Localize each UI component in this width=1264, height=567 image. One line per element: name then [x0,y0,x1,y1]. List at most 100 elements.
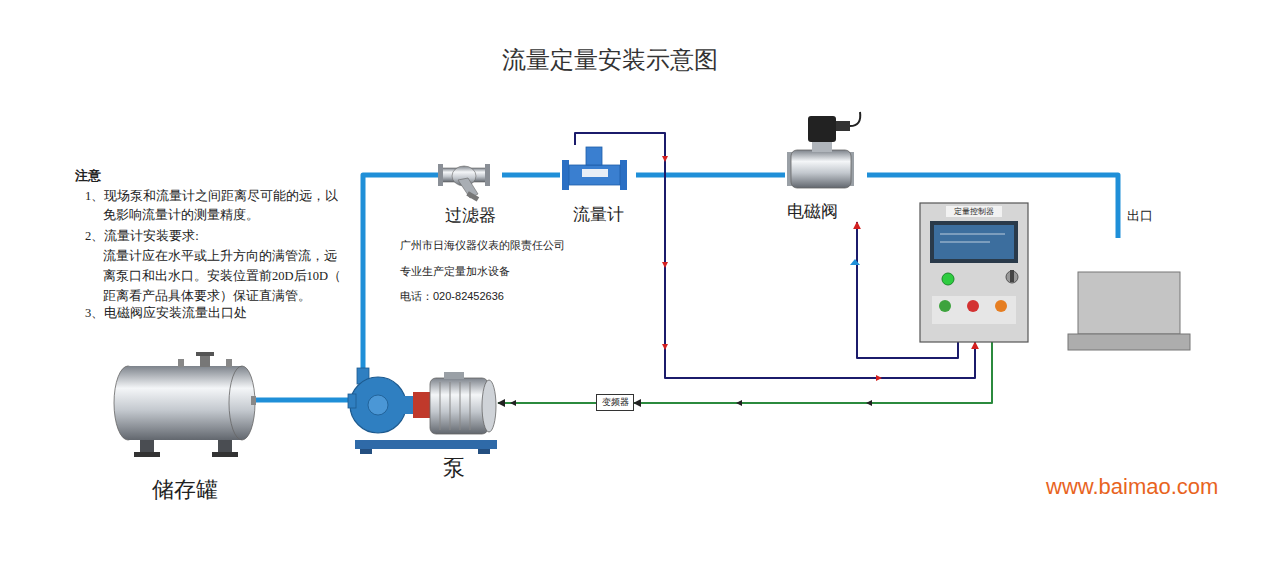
pump-part [348,394,356,408]
valve-node: 电磁阀 [785,108,867,222]
component-label: 出口 [1127,209,1153,224]
info-panel [398,228,590,336]
pump-part [368,395,388,415]
filter-node: 过滤器 [438,160,502,226]
flowmeter-node: 流量计 [560,145,636,225]
note-text: 1、现场泵和流量计之间距离尽可能的远，以 免影响流量计的测量精度。 [85,187,347,225]
controller-panel-part [940,242,990,243]
solenoid-valve-part [791,150,851,188]
component-label: 过滤器 [445,206,496,226]
component-label: 泵 [443,455,465,480]
pump-part [413,392,431,418]
flowmeter-part [620,160,627,190]
pump-part [400,396,415,414]
pump-part [355,440,497,449]
pump-node: 泵 [348,368,498,480]
storage-tank-part [134,452,160,457]
flow-arrows-part [850,259,860,265]
pipe [867,175,1118,204]
flow-arrows-part [876,375,882,381]
solenoid-valve-part [836,121,850,131]
signal-wire [575,133,975,378]
company-name: 广州市日海仪器仪表的限责任公司 [400,238,588,252]
storage-tank-part [226,359,232,367]
storage-tank-part [196,352,214,356]
outlet-pipe [1116,204,1121,238]
storage-tank [114,352,256,457]
flowmeter-part [569,165,620,185]
controller-panel-part [920,203,1028,342]
flow-arrows-part [736,400,742,406]
inverter-box: 变频器 [596,394,634,411]
solenoid-valve-part [808,116,836,142]
controller-panel-part [942,273,954,285]
storage-tank-part [212,452,238,457]
flow-arrows [510,156,882,406]
component-label: 流量计 [573,205,624,225]
pump-part [482,380,496,432]
flowmeter-part [586,147,602,165]
solenoid-valve-part [850,112,860,126]
flow-arrows-part [510,400,516,406]
note-text: 2、流量计安装要求: [85,227,347,246]
pump-part [478,449,490,454]
y-strainer-part [438,164,443,186]
pipe [502,173,560,178]
receiving-container [1068,272,1190,350]
y-strainer-part [466,191,479,201]
flow-arrows-part [662,262,668,268]
control-wire [634,342,992,403]
controller-panel-part [940,234,1005,235]
watermark: www.baimao.com [1046,474,1260,500]
controller-panel-part [934,225,1014,259]
controller-panel-part [967,300,979,312]
flow-arrows-part [866,400,872,406]
component-label: 定量控制器 [954,207,994,216]
pump-part [444,372,464,379]
controller-panel [920,203,1028,342]
flowmeter-part [562,160,569,190]
receiving-container-part [1068,334,1190,350]
flowmeter-part [582,169,608,177]
pipe [255,398,348,403]
flow-arrows-part [662,344,668,350]
pump-part [360,449,372,454]
pump-part [430,378,488,434]
diagram-title: 流量定量安装示意图 [0,44,1220,76]
pump-part [350,377,406,433]
pump-part [460,382,461,430]
controller-panel-part [932,296,1016,324]
storage-tank-node: 储存罐 [115,352,255,502]
receiving-container-part [1078,272,1180,334]
controller-panel-part [939,300,951,312]
pump-part [440,382,441,430]
y-strainer-part [485,164,490,186]
company-slogan: 专业生产定量加水设备 [400,264,588,278]
flow-arrows-part [662,156,668,162]
component-label: 变频器 [602,397,629,407]
company-phone: 电话：020-82452636 [400,289,588,303]
solenoid-valve [787,112,860,188]
controller-panel-part [1010,270,1014,282]
note-heading: 注意 [75,167,135,185]
component-label: 电磁阀 [787,202,838,222]
pump [348,368,497,454]
storage-tank-part [229,366,255,440]
pipe [636,173,785,178]
pump-part [470,382,471,430]
controller-panel-part [1006,271,1018,283]
storage-tank-part [178,359,184,367]
pump-part [450,382,451,430]
note-text: 流量计应在水平或上升方向的满管流，远 离泵口和出水口。安装位置前20D后10D（… [103,246,345,306]
y-strainer [438,164,490,202]
controller-panel-part [930,221,1018,263]
flowmeter [562,147,627,190]
storage-tank-part [251,396,256,405]
controller-panel-part [946,206,1002,217]
controller-box: 定量控制器 [920,203,1028,342]
controller-panel-part [995,300,1007,312]
outlet-node: 出口 [1110,204,1162,228]
storage-tank-part [128,366,242,440]
